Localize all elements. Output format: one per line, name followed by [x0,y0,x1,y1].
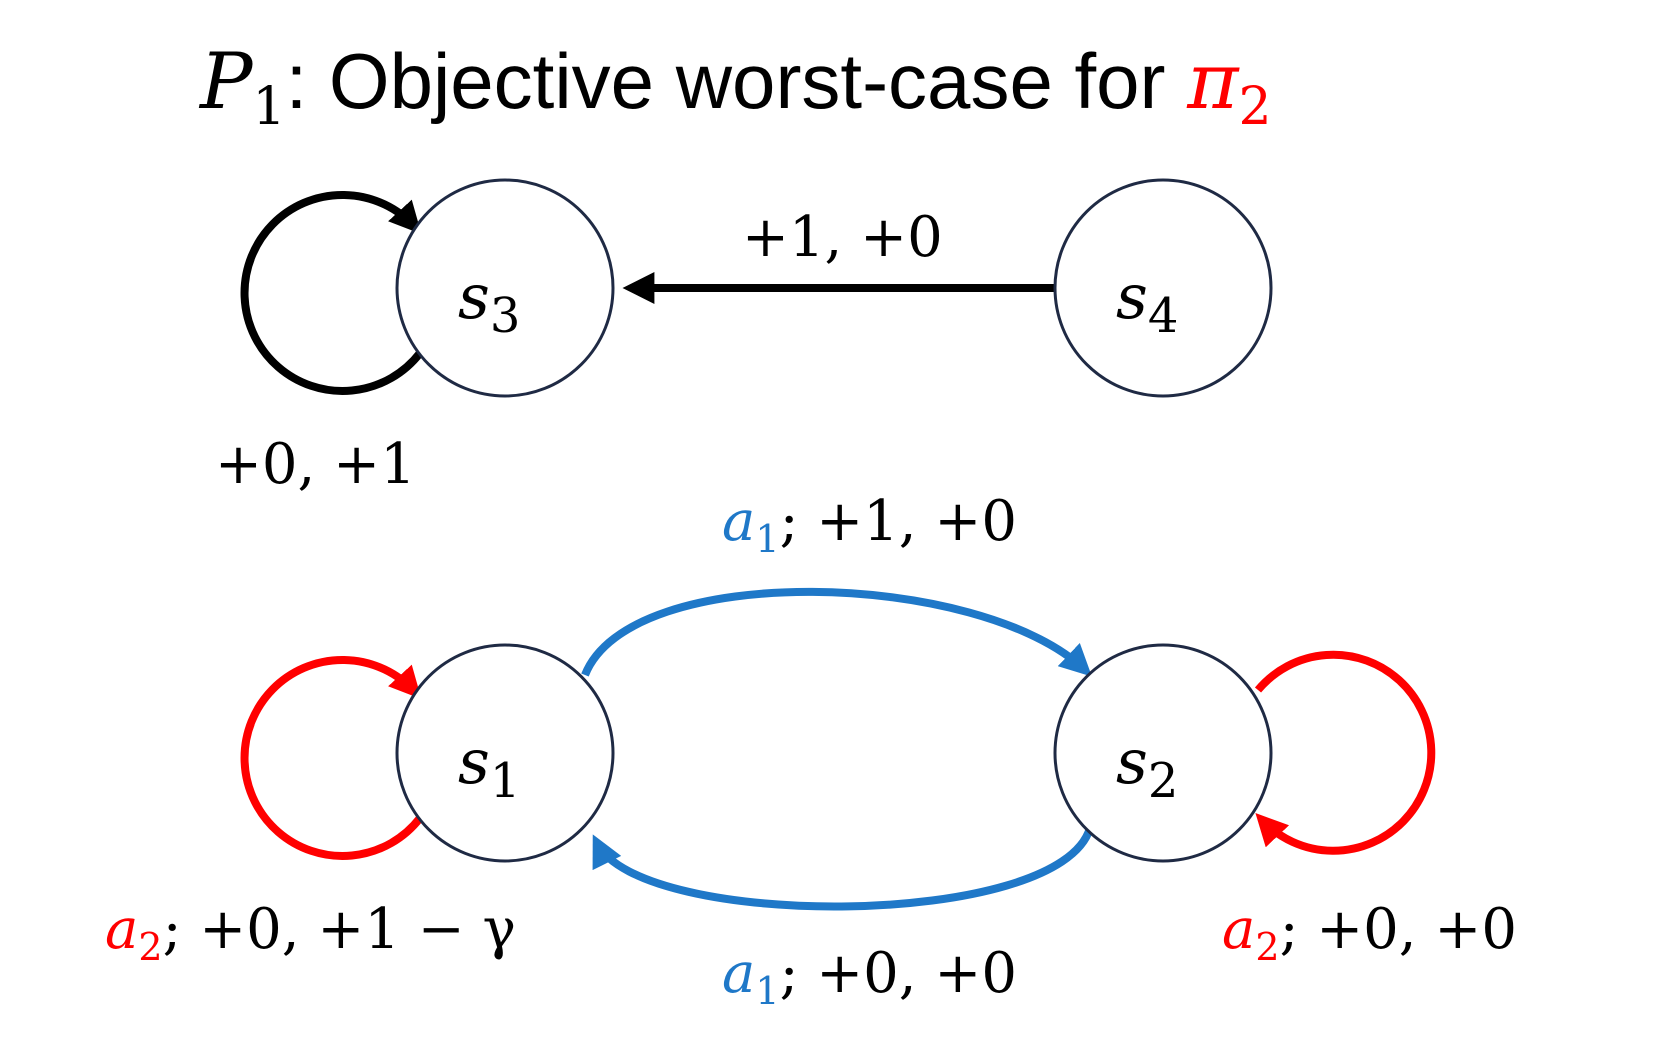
node-s3-subscript: 3 [490,288,521,344]
edge-s2-to-s1-action: a [722,941,755,1006]
title-text: : Objective worst-case for [286,37,1188,125]
diagram-title: P1: Objective worst-case for π2 [198,37,1272,137]
title-p-symbol: P [198,37,254,127]
edge-s1-self-loop [240,655,424,860]
edge-s4-to-s3-label: +1, +0 [742,205,943,270]
edge-s1-to-s2-reward: ; +1, +0 [780,489,1017,554]
node-s4-symbol: s [1116,260,1148,333]
title-pi-symbol: π [1186,37,1240,127]
svg-text:s3: s3 [458,260,520,344]
node-s1-symbol: s [458,725,490,798]
node-s2-subscript: 2 [1148,753,1179,809]
edge-s1-self-loop-reward: ; +0, +1 − γ [163,897,516,962]
node-s3: s3 [395,178,615,398]
edge-s2-self-loop-label: a2; +0, +0 [1222,897,1517,969]
node-s4: s4 [1053,178,1273,398]
edge-s2-self-loop-reward: ; +0, +0 [1280,897,1517,962]
node-s2: s2 [1053,643,1273,863]
title-p-subscript: 1 [252,77,285,137]
node-s4-subscript: 4 [1148,288,1179,344]
edge-s3-self-loop-label: +0, +1 [215,432,416,497]
edge-s1-self-loop-label: a2; +0, +1 − γ [105,897,516,969]
node-s1: s1 [395,643,615,863]
edge-s1-to-s2-action-sub: 1 [755,517,779,561]
edge-s2-self-loop-action-sub: 2 [1255,925,1279,969]
edge-s1-self-loop-action: a [105,897,138,962]
edge-s1-to-s2 [581,587,1092,677]
edge-s3-self-loop [240,190,424,395]
node-s1-subscript: 1 [490,753,521,809]
edge-s2-to-s1-action-sub: 1 [755,969,779,1013]
edge-s2-to-s1-label: a1; +0, +0 [722,941,1017,1013]
edge-s1-to-s2-action: a [722,489,755,554]
edge-s2-to-s1-reward: ; +0, +0 [780,941,1017,1006]
node-s2-symbol: s [1116,725,1148,798]
edge-s2-to-s1 [592,826,1094,911]
edge-s2-self-loop-action: a [1222,897,1255,962]
svg-text:s2: s2 [1116,725,1178,809]
svg-text:s4: s4 [1116,260,1178,344]
svg-text:s1: s1 [458,725,520,809]
edge-s1-self-loop-action-sub: 2 [138,925,162,969]
edge-s1-to-s2-label: a1; +1, +0 [722,489,1017,561]
edge-s2-self-loop [1254,650,1436,855]
node-s3-symbol: s [458,260,490,333]
title-pi-subscript: 2 [1238,77,1271,137]
